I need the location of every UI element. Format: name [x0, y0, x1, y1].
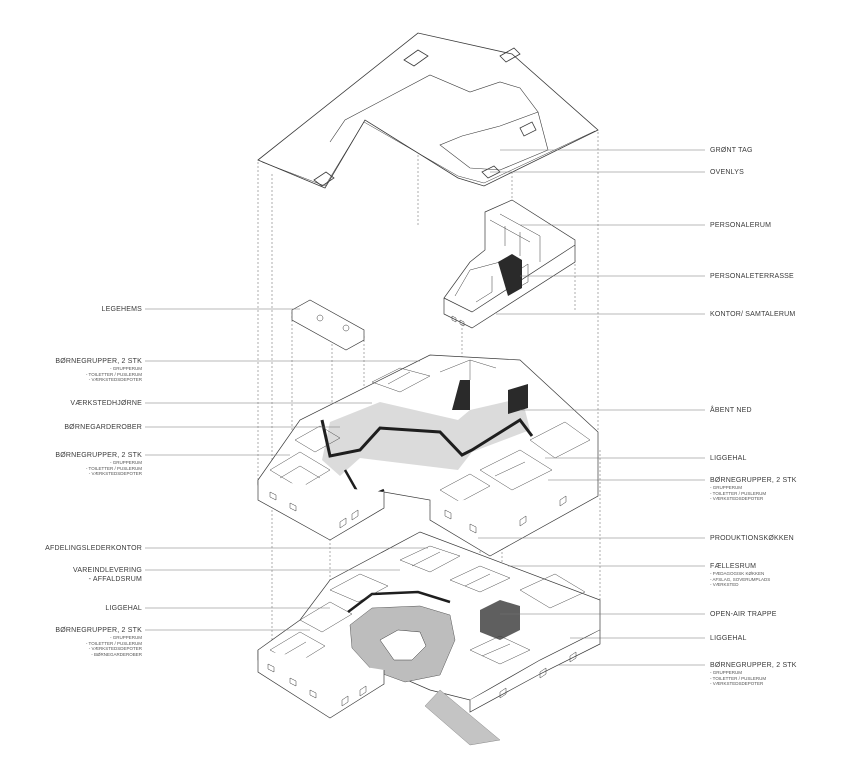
label-sub: - GRUPPERUM	[710, 485, 743, 490]
label-title: BØRNEGRUPPER, 2 STK	[710, 477, 797, 484]
label-afdelingslederkontor: AFDELINGSLEDERKONTOR	[45, 544, 142, 553]
label-kontor-samtalerum: KONTOR/ SAMTALERUM	[710, 310, 795, 319]
middle-floor	[257, 354, 599, 557]
label-liggehal-left: LIGGEHAL	[105, 604, 142, 613]
right-leader-lines	[478, 149, 705, 666]
label-liggehal-ground: LIGGEHAL	[710, 634, 747, 643]
green-roof	[257, 32, 599, 189]
label-boernegrupper-ground-left: BØRNEGRUPPER, 2 STK - GRUPPERUM - TOILET…	[55, 626, 142, 657]
staff-module	[443, 199, 576, 329]
label-title: BØRNEGRUPPER, 2 STK	[710, 662, 797, 669]
label-boernegrupper-ground-right: BØRNEGRUPPER, 2 STK - GRUPPERUM - TOILET…	[710, 661, 797, 687]
label-sub: - VÆRKSTED	[710, 582, 739, 588]
label-sub: - TOILETTER / PUSLERUM	[85, 465, 142, 471]
label-sub: - TOILETTER / PUSLERUM	[710, 675, 767, 681]
label-title: BØRNEGARDEROBER	[64, 424, 142, 431]
label-title: VÆRKSTEDHJØRNE	[70, 400, 142, 407]
label-boernegrupper-upper-right: BØRNEGRUPPER, 2 STK - GRUPPERUM - TOILET…	[710, 476, 797, 502]
label-title: OVENLYS	[710, 169, 744, 176]
label-liggehal-upper: LIGGEHAL	[710, 454, 747, 463]
label-produktionskoekken: PRODUKTIONSKØKKEN	[710, 534, 794, 543]
label-title: BØRNEGRUPPER, 2 STK	[55, 358, 142, 365]
label-title: VAREINDLEVERING	[73, 567, 142, 574]
label-title-2: - AFFALDSRUM	[88, 576, 142, 583]
label-ovenlys: OVENLYS	[710, 168, 744, 177]
ground-floor	[257, 531, 601, 746]
label-title: LIGGEHAL	[710, 635, 747, 642]
label-title: OPEN-AIR TRAPPE	[710, 611, 777, 618]
label-sub: - VÆRKSTEDSDEPOTER	[88, 377, 142, 383]
label-title: AFDELINGSLEDERKONTOR	[45, 545, 142, 552]
label-legehems: LEGEHEMS	[102, 305, 143, 314]
label-title: LIGGEHAL	[105, 605, 142, 612]
label-sub: - VÆRKSTEDSDEPOTER	[710, 496, 764, 502]
label-sub: - PÆDAGOGISK KØKKEN	[710, 571, 765, 576]
label-groent-tag: GRØNT TAG	[710, 146, 753, 155]
label-sub: - AFSLAG, SOVERUMPLADS	[710, 576, 771, 582]
projection-lines	[257, 35, 601, 648]
label-title: PRODUKTIONSKØKKEN	[710, 535, 794, 542]
label-title: BØRNEGRUPPER, 2 STK	[55, 452, 142, 459]
label-sub: - VÆRKSTEDSDEPOTER	[88, 646, 142, 652]
label-aabent-ned: ÅBENT NED	[710, 406, 752, 415]
label-title: FÆLLESRUM	[710, 563, 757, 570]
label-title: LEGEHEMS	[101, 306, 142, 313]
label-vaerkstedhjoerne: VÆRKSTEDHJØRNE	[70, 399, 142, 408]
left-leader-lines	[145, 308, 428, 631]
label-sub: - VÆRKSTEDSDEPOTER	[88, 471, 142, 477]
label-title: KONTOR/ SAMTALERUM	[710, 311, 796, 318]
label-title: LIGGEHAL	[710, 455, 747, 462]
label-title: BØRNEGRUPPER, 2 STK	[55, 627, 142, 634]
label-vareindlevering: VAREINDLEVERING - AFFALDSRUM	[73, 566, 142, 584]
playhouse	[291, 299, 365, 351]
label-sub: - TOILETTER / PUSLERUM	[85, 371, 142, 377]
label-sub: - GRUPPERUM	[109, 635, 142, 640]
label-title: GRØNT TAG	[710, 147, 753, 154]
label-sub: - TOILETTER / PUSLERUM	[85, 640, 142, 646]
label-sub: - VÆRKSTEDSDEPOTER	[710, 681, 764, 687]
label-personalerum: PERSONALERUM	[710, 221, 771, 230]
label-boernegrupper-upper-1: BØRNEGRUPPER, 2 STK - GRUPPERUM - TOILET…	[55, 357, 142, 383]
label-sub: - GRUPPERUM	[109, 460, 142, 465]
label-open-air-trappe: OPEN-AIR TRAPPE	[710, 610, 777, 619]
label-title: PERSONALERUM	[710, 222, 772, 229]
label-sub: - TOILETTER / PUSLERUM	[710, 490, 767, 496]
label-boernegarderober: BØRNEGARDEROBER	[64, 423, 142, 432]
label-title: PERSONALETERRASSE	[710, 273, 794, 280]
label-personaleterrasse: PERSONALETERRASSE	[710, 272, 794, 281]
label-faellesrum: FÆLLESRUM - PÆDAGOGISK KØKKEN - AFSLAG, …	[710, 562, 770, 588]
label-sub: - BØRNEGARDEROBER	[91, 651, 142, 657]
label-boernegrupper-upper-2: BØRNEGRUPPER, 2 STK - GRUPPERUM - TOILET…	[55, 451, 142, 477]
label-sub: - GRUPPERUM	[710, 670, 743, 675]
label-sub: - GRUPPERUM	[109, 366, 142, 371]
label-title: ÅBENT NED	[710, 407, 752, 414]
